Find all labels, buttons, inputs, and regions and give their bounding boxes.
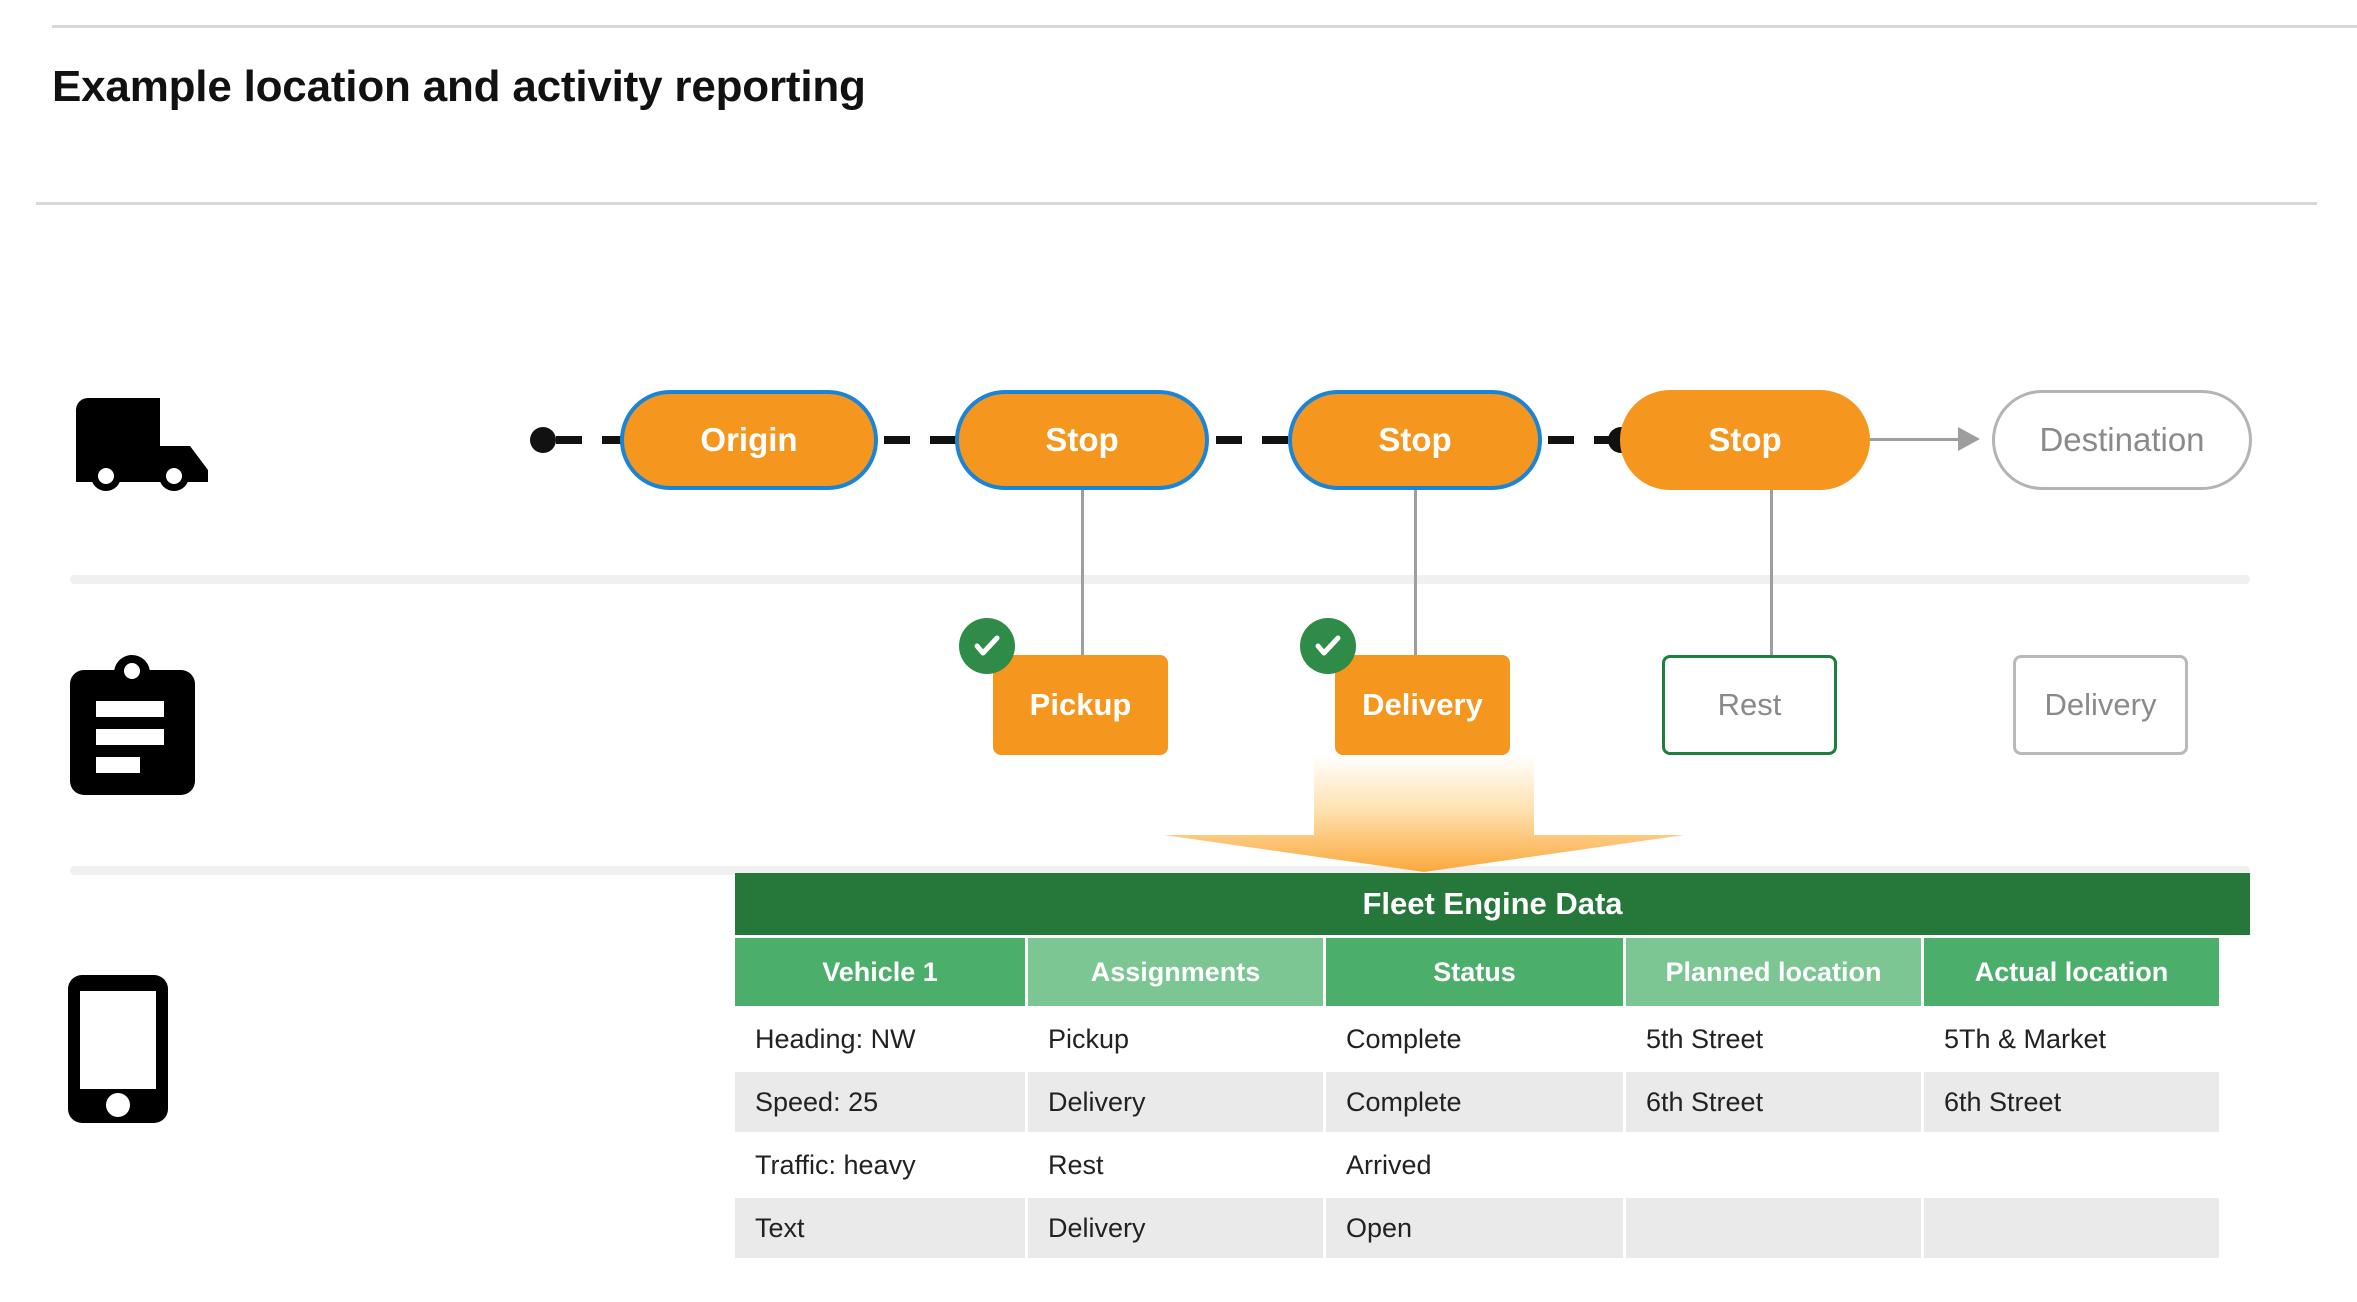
route-destination[interactable]: Destination (1992, 390, 2252, 490)
table-cell: 6th Street (1626, 1072, 1921, 1132)
table-cell: Complete (1326, 1072, 1623, 1132)
route-stop-label: Stop (1708, 421, 1782, 458)
check-icon (959, 618, 1015, 674)
clipboard-icon (70, 655, 195, 795)
route-dash-segment (556, 436, 628, 444)
task-card-delivery[interactable]: Delivery (1335, 655, 1510, 755)
connector-line (1081, 584, 1084, 662)
table-cell: Pickup (1028, 1009, 1323, 1069)
page-title: Example location and activity reporting (52, 62, 866, 111)
table-cell: Delivery (1028, 1198, 1323, 1258)
task-card-label: Delivery (2044, 687, 2157, 722)
table-header-row: Vehicle 1 Assignments Status Planned loc… (735, 938, 2250, 1006)
table-cell: Rest (1028, 1135, 1323, 1195)
route-dash-segment (884, 436, 964, 444)
check-icon (1300, 618, 1356, 674)
header-divider-top (52, 25, 2357, 28)
route-stop-2[interactable]: Stop (1288, 390, 1542, 490)
route-start-dot (530, 427, 556, 453)
truck-icon (76, 398, 208, 491)
table-cell: Complete (1326, 1009, 1623, 1069)
connector-line (1414, 490, 1417, 660)
table-row: Traffic: heavy Rest Arrived (735, 1135, 2250, 1195)
table-row: Heading: NW Pickup Complete 5th Street 5… (735, 1009, 2250, 1069)
route-final-arrow-line (1870, 438, 1972, 441)
table-cell: Delivery (1028, 1072, 1323, 1132)
connector-line (1081, 490, 1084, 660)
task-card-delivery-upcoming[interactable]: Delivery (2013, 655, 2188, 755)
table-header-cell-vehicle: Vehicle 1 (735, 938, 1025, 1006)
table-cell (1626, 1198, 1921, 1258)
table-row: Speed: 25 Delivery Complete 6th Street 6… (735, 1072, 2250, 1132)
route-stop-1[interactable]: Stop (955, 390, 1209, 490)
route-stop-origin[interactable]: Origin (620, 390, 878, 490)
table-header-cell-status: Status (1326, 938, 1623, 1006)
table-cell: Arrived (1326, 1135, 1623, 1195)
table-cell: Traffic: heavy (735, 1135, 1025, 1195)
section-divider-route-tasks (70, 575, 2250, 584)
route-stop-label: Stop (1378, 421, 1452, 458)
route-final-arrow-head (1958, 427, 1980, 451)
route-stop-label: Origin (700, 421, 798, 458)
table-cell: Heading: NW (735, 1009, 1025, 1069)
task-card-label: Pickup (1029, 687, 1132, 722)
task-card-pickup[interactable]: Pickup (993, 655, 1168, 755)
table-cell: Text (735, 1198, 1025, 1258)
task-card-label: Rest (1717, 687, 1782, 722)
table-cell (1924, 1135, 2219, 1195)
connector-line (1414, 584, 1417, 662)
table-header-cell-assignments: Assignments (1028, 938, 1323, 1006)
table-cell: Open (1326, 1198, 1623, 1258)
table-title: Fleet Engine Data (735, 873, 2250, 935)
table-header-cell-planned-location: Planned location (1626, 938, 1921, 1006)
table-cell: 5th Street (1626, 1009, 1921, 1069)
route-dash-segment (1216, 436, 1294, 444)
table-cell (1924, 1198, 2219, 1258)
table-row: Text Delivery Open (735, 1198, 2250, 1258)
task-card-rest[interactable]: Rest (1662, 655, 1837, 755)
table-cell: 6th Street (1924, 1072, 2219, 1132)
flow-arrow-down-icon (1164, 755, 1684, 872)
connector-line (1770, 584, 1773, 662)
fleet-engine-table: Fleet Engine Data Vehicle 1 Assignments … (735, 873, 2250, 1258)
connector-line (1770, 490, 1773, 660)
section-divider-tasks-table (70, 866, 2250, 875)
table-header-cell-actual-location: Actual location (1924, 938, 2219, 1006)
phone-icon (68, 975, 168, 1123)
route-dash-segment (1548, 436, 1620, 444)
task-card-label: Delivery (1362, 687, 1483, 722)
route-stop-3[interactable]: Stop (1620, 390, 1870, 490)
table-cell: 5Th & Market (1924, 1009, 2219, 1069)
table-cell (1626, 1135, 1921, 1195)
route-stop-label: Destination (2039, 421, 2205, 458)
table-cell: Speed: 25 (735, 1072, 1025, 1132)
header-divider-bottom (36, 202, 2317, 205)
route-stop-label: Stop (1045, 421, 1119, 458)
